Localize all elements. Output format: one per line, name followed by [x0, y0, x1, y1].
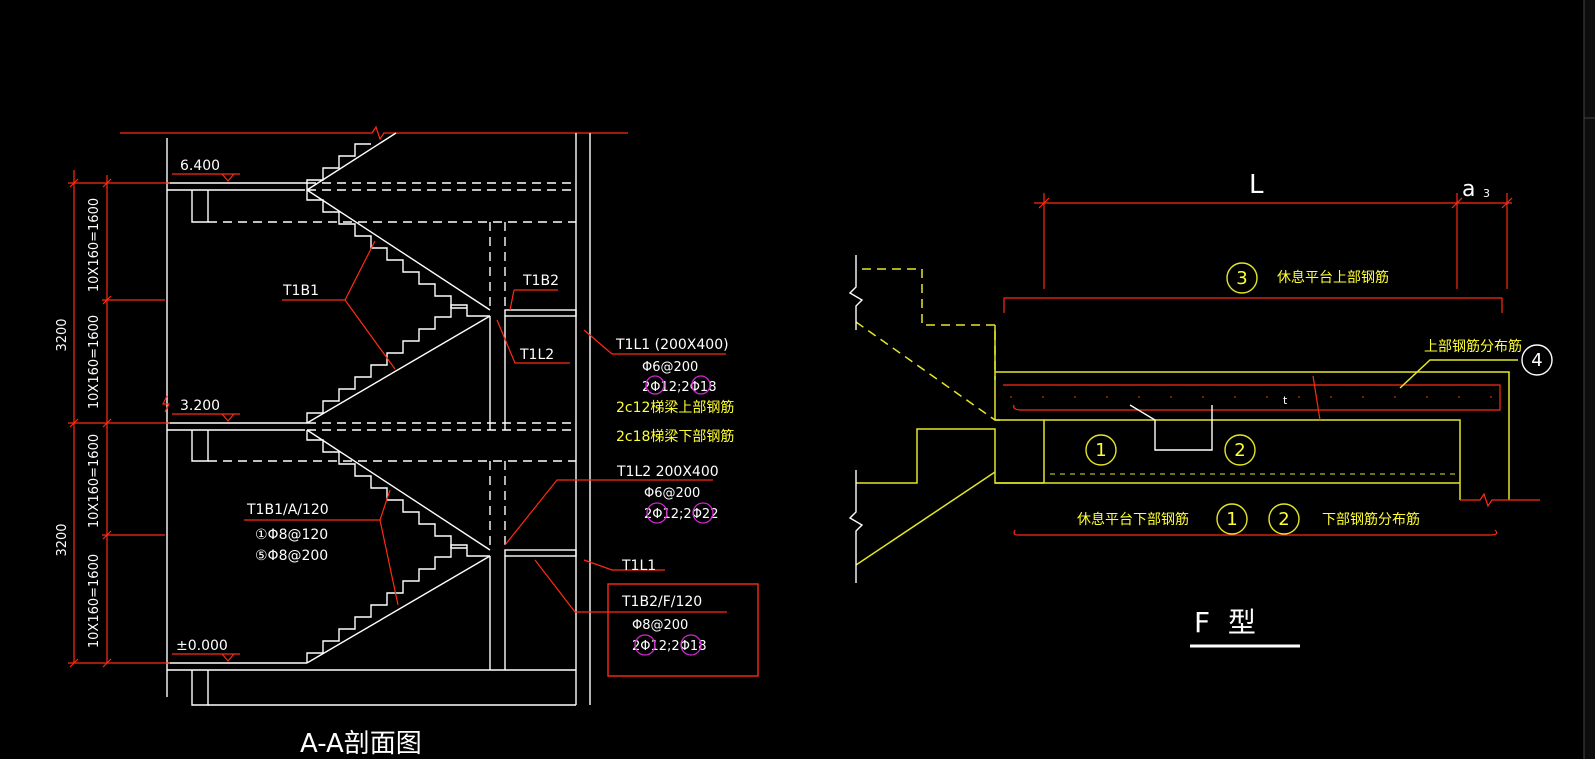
label-t1b1: T1B1 — [282, 283, 319, 299]
label-t1l1-spec: T1L1 (200X400) — [615, 337, 729, 353]
rebar-upper — [1003, 375, 1501, 421]
marker-4: 4 — [1531, 350, 1542, 371]
label-t1l2-stirrup: Φ6@200 — [644, 486, 700, 501]
section-title: A-A剖面图 — [300, 729, 422, 759]
elevation-mark-top — [172, 173, 240, 182]
callout-box — [607, 583, 759, 677]
marker-1b: 1 — [1226, 509, 1237, 530]
elevation-mid: 3.200 — [180, 398, 220, 414]
label-t1b2: T1B2 — [522, 273, 559, 289]
elevation-top: 6.400 — [180, 158, 220, 174]
marker-2b: 2 — [1278, 509, 1289, 530]
label-t1b2-bars: 2Φ12;2Φ18 — [632, 639, 706, 654]
elevation-mark-mid — [162, 395, 240, 422]
stair-flight-lower — [306, 429, 491, 664]
note-upper-dist: 上部钢筋分布筋 — [1424, 338, 1522, 355]
leader-t1b2 — [509, 289, 558, 311]
leader-t1b2-lower — [534, 559, 727, 613]
detail-title: F 型 — [1194, 606, 1256, 639]
leader-t1l1 — [583, 329, 726, 355]
label-t1l1-stirrup: Φ6@200 — [642, 360, 698, 375]
highlight-circle-2 — [691, 375, 711, 395]
dim-L-label: L — [1249, 170, 1264, 200]
marker-4-circle — [1521, 344, 1553, 376]
dim-flight-3: 10X160=1600 — [87, 434, 102, 528]
marker-2b-circle — [1268, 503, 1300, 535]
label-t1l1: T1L1 — [621, 558, 656, 574]
label-t1b1-full: T1B1/A/120 — [246, 502, 329, 518]
dim-total-lower: 3200 — [55, 523, 70, 556]
beam-t1l2-upper — [489, 222, 577, 430]
leader-1-2 — [1129, 404, 1213, 451]
slab-top — [167, 182, 576, 223]
marker-1b-circle — [1216, 503, 1248, 535]
marker-1: 1 — [1095, 440, 1106, 461]
highlight-circle-1 — [645, 375, 665, 395]
break-lines — [848, 255, 1540, 583]
stair-profile — [855, 268, 1510, 566]
elevation-bottom: ±0.000 — [176, 638, 228, 654]
label-t1l2-spec: T1L2 200X400 — [616, 464, 719, 480]
leader-t1b1-lower — [244, 489, 399, 606]
leader-t1b1 — [282, 240, 396, 370]
upper-bar — [1003, 297, 1503, 313]
note-upper-bars: 2c12梯梁上部钢筋 — [616, 399, 734, 416]
label-t1b1-bar5: ⑤Φ8@200 — [255, 548, 328, 564]
label-t1l2-bars: 2Φ12;2Φ22 — [644, 507, 718, 522]
slab-bottom — [167, 662, 576, 706]
right-wall — [575, 133, 591, 705]
stair-flight-upper-b — [306, 190, 491, 424]
leader-t1l2-lower — [504, 479, 713, 546]
dim-total-upper: 3200 — [55, 318, 70, 351]
highlight-circle-3 — [646, 502, 668, 524]
highlight-circle-6 — [680, 634, 702, 656]
section-a-a: 10X160=1600 10X160=1600 10X160=1600 10X1… — [55, 125, 759, 759]
note-lower: 休息平台下部钢筋 — [1077, 511, 1189, 528]
rebar-lower — [1013, 473, 1498, 536]
note-upper: 休息平台上部钢筋 — [1277, 269, 1389, 286]
cover-mark: t — [1283, 394, 1288, 407]
label-t1b2-full: T1B2/F/120 — [621, 594, 702, 610]
marker-3-circle — [1226, 262, 1258, 294]
note-lower-dist: 下部钢筋分布筋 — [1322, 511, 1420, 528]
dim-flight-4: 10X160=1600 — [87, 554, 102, 648]
dim-flight-2: 10X160=1600 — [87, 315, 102, 409]
leader-t1l2 — [496, 319, 570, 364]
dimension-left — [68, 170, 170, 668]
highlight-circle-5 — [634, 634, 656, 656]
detail-f-type: L a 3 3 休息平台上部钢筋 — [848, 170, 1553, 648]
leader-4 — [1399, 359, 1518, 389]
beam-t1l2-lower — [489, 461, 577, 670]
note-lower-bars: 2c18梯梁下部钢筋 — [616, 428, 734, 445]
label-t1b1-bar1: ①Φ8@120 — [255, 527, 328, 543]
marker-3: 3 — [1236, 268, 1247, 289]
elevation-mark-bottom — [172, 653, 240, 662]
dim-flight-1: 10X160=1600 — [87, 198, 102, 292]
top-break-line — [120, 125, 628, 141]
viewport-edge — [1584, 0, 1595, 759]
highlight-circle-4 — [692, 502, 714, 524]
dim-a3-label: a — [1462, 177, 1475, 202]
label-t1b2-stirrup: Φ8@200 — [632, 618, 688, 633]
slab-mid — [167, 422, 576, 462]
stair-flight-upper-a — [306, 132, 491, 311]
marker-2-circle — [1224, 434, 1256, 466]
marker-1-circle — [1085, 434, 1117, 466]
dim-a3-sub: 3 — [1483, 187, 1490, 200]
dimension-L — [1034, 193, 1513, 289]
label-t1l2: T1L2 — [519, 347, 554, 363]
leader-t1l1-lower — [583, 559, 665, 571]
marker-2: 2 — [1234, 440, 1245, 461]
